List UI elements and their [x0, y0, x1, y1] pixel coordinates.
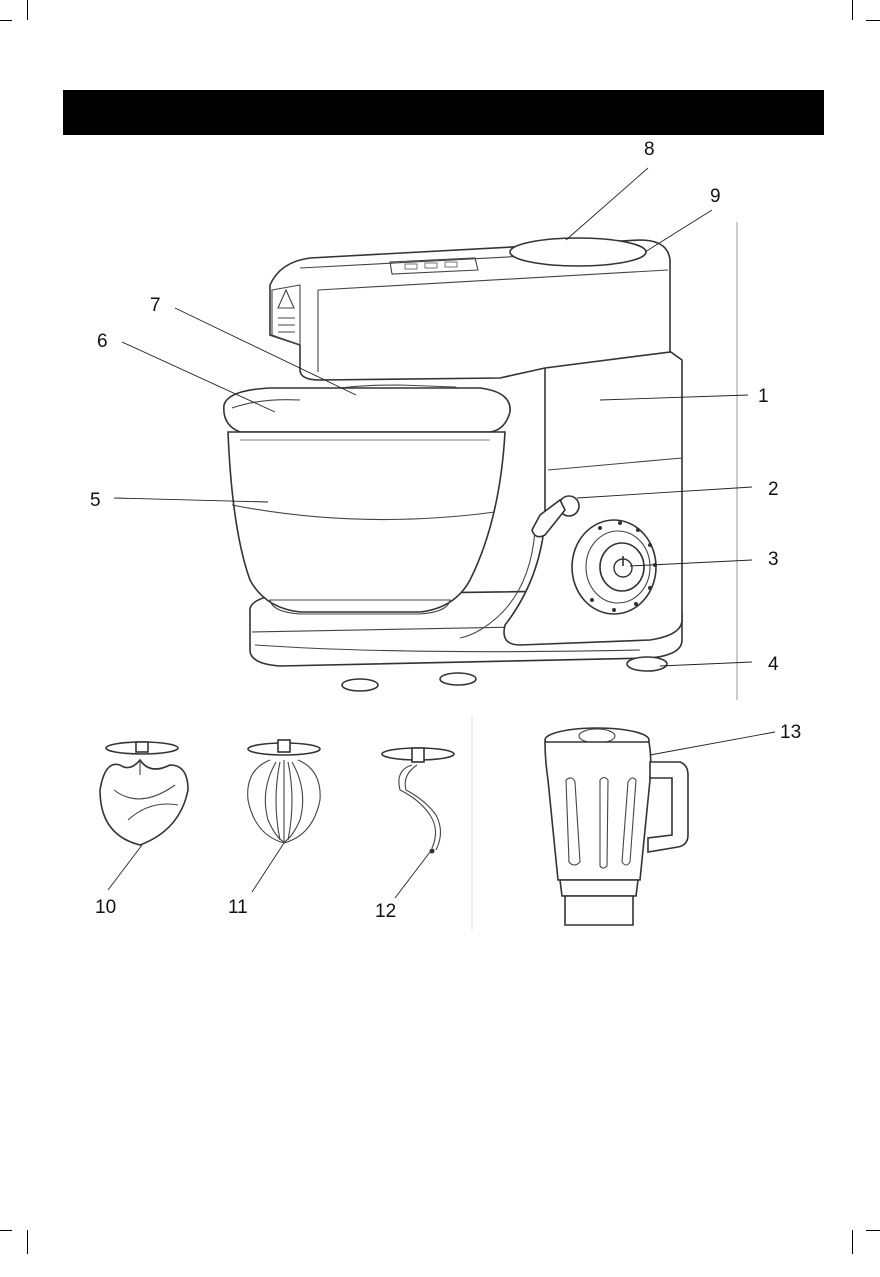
callout-2: 2	[768, 479, 779, 500]
callout-5: 5	[90, 490, 101, 511]
dough-hook-drawing	[382, 748, 454, 854]
foot-left	[342, 679, 378, 691]
leader-12	[395, 852, 430, 898]
leader-9	[645, 210, 712, 252]
leader-4	[660, 662, 752, 666]
leader-6	[122, 342, 275, 412]
leader-8	[566, 168, 648, 240]
callout-3: 3	[768, 549, 779, 570]
top-outlet-cover	[510, 238, 646, 266]
callout-12: 12	[375, 901, 396, 922]
callout-6: 6	[97, 331, 108, 352]
flat-beater-drawing	[100, 742, 188, 845]
callout-7: 7	[150, 295, 161, 316]
stand-mixer-drawing	[224, 238, 682, 691]
blender-jug-drawing	[545, 728, 688, 925]
callout-9: 9	[710, 186, 721, 207]
balloon-whisk-drawing	[248, 740, 320, 843]
leader-10	[108, 845, 142, 890]
leader-11	[252, 843, 284, 892]
callout-10: 10	[95, 897, 116, 918]
leader-13	[650, 732, 775, 755]
foot-middle	[440, 673, 476, 685]
callout-8: 8	[644, 139, 655, 160]
callout-11: 11	[228, 897, 248, 918]
callout-1: 1	[758, 386, 769, 407]
speed-dial	[572, 520, 657, 614]
callout-13: 13	[780, 722, 801, 743]
foot-right	[627, 657, 667, 671]
callout-4: 4	[768, 654, 779, 675]
